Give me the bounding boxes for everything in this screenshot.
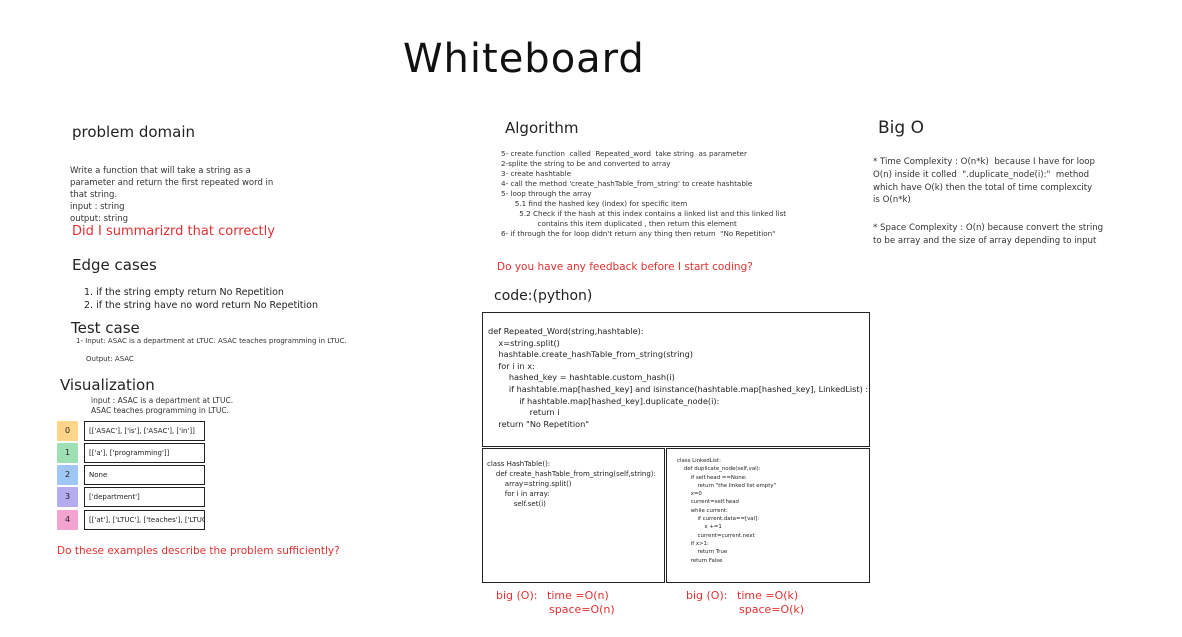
algorithm-step: 5- create function called Repeated_word … <box>501 149 747 158</box>
hash-index: 0 <box>57 421 78 441</box>
code-line: class HashTable(): <box>487 460 551 468</box>
code-line: hashtable.create_hashTable_from_string(s… <box>488 349 693 360</box>
algorithm-step: contains this item duplicated , then ret… <box>501 219 737 228</box>
code-line: x=0 <box>677 491 702 498</box>
algorithm-step: 5.1 find the hashed key (index) for spec… <box>501 199 688 208</box>
algorithm-step: 2-splite the string to be and converted … <box>501 159 671 168</box>
algorithm-heading: Algorithm <box>505 119 579 137</box>
code-line: current=current.next <box>677 532 755 539</box>
algorithm-step: 3- create hashtable <box>501 169 572 178</box>
feedback-question: Do you have any feedback before I start … <box>497 261 753 273</box>
algorithm-step: 5.2 Check if the hash at this index cont… <box>501 209 787 218</box>
problem-line: Write a function that will take a string… <box>70 166 251 176</box>
code-heading: code:(python) <box>494 288 593 304</box>
test-case-output: Output: ASAC <box>86 355 134 363</box>
summary-question: Did I summarizrd that correctly <box>72 224 275 239</box>
algorithm-steps: 5- create function called Repeated_word … <box>501 149 786 239</box>
hash-bucket: None <box>84 465 205 485</box>
space-complexity: * Space Complexity : O(n) because conver… <box>873 222 1103 248</box>
hashtable-code-box: class HashTable(): def create_hashTable_… <box>482 448 665 583</box>
hash-bucket: ['department'] <box>84 487 205 507</box>
big-o-right-time: time =O(k) <box>737 589 799 602</box>
linkedlist-code-box: class LinkedList: def duplicate_node(sel… <box>666 448 870 583</box>
code-line: return True <box>677 549 728 556</box>
code-line: if x>1: <box>677 540 709 547</box>
code-line: if current.data==[val]: <box>677 516 760 523</box>
hash-bucket: [['ASAC'], ['is'], ['ASAC'], ['in']] <box>84 421 205 441</box>
hash-bucket: [['at'], ['LTUC'], ['teaches'], ['LTUC']… <box>84 510 205 530</box>
main-code: def Repeated_Word(string,hashtable): x=s… <box>488 326 868 430</box>
visualization-input-line: ASAC teaches programming in LTUC. <box>91 406 229 415</box>
code-line: def Repeated_Word(string,hashtable): <box>488 326 644 336</box>
linkedlist-code: class LinkedList: def duplicate_node(sel… <box>677 457 776 565</box>
big-o-left-time: time =O(n) <box>547 589 609 602</box>
visualization-input-line: input : ASAC is a department at LTUC. <box>91 396 234 405</box>
test-case-heading: Test case <box>71 319 140 337</box>
test-case-input: 1- Input: ASAC is a department at LTUC. … <box>76 337 347 345</box>
code-line: x +=1 <box>677 524 722 531</box>
hash-index: 3 <box>57 487 78 507</box>
time-complexity-line: * Time Complexity : O(n*k) because I hav… <box>873 157 1096 167</box>
problem-domain-text: Write a function that will take a string… <box>70 153 273 237</box>
hash-bucket: [['a'], ['programming']] <box>84 443 205 463</box>
code-line: return "No Repetition" <box>488 418 590 429</box>
problem-line: that string. <box>70 190 118 200</box>
time-complexity: * Time Complexity : O(n*k) because I hav… <box>873 156 1095 207</box>
algorithm-step: 5- loop through the array <box>501 189 592 198</box>
big-o-left-space: space=O(n) <box>549 603 615 616</box>
code-line: current=self.head <box>677 499 739 506</box>
problem-line: parameter and return the first repeated … <box>70 178 274 188</box>
page-title: Whiteboard <box>403 36 645 82</box>
code-line: x=string.split() <box>488 337 560 348</box>
time-complexity-line: is O(n*k) <box>873 195 911 206</box>
big-o-right-space: space=O(k) <box>739 603 805 616</box>
algorithm-step: 6- if through the for loop didn't return… <box>501 229 776 238</box>
big-o-right-label: big (O): <box>686 589 728 602</box>
edge-case-item: 1. if the string empty return No Repetit… <box>84 287 284 298</box>
space-complexity-line: to be array and the size of array depend… <box>873 235 1097 246</box>
code-line: self.set(i) <box>487 500 546 508</box>
edge-cases-list: 1. if the string empty return No Repetit… <box>84 286 318 312</box>
problem-line: output: string <box>70 214 129 224</box>
space-complexity-line: * Space Complexity : O(n) because conver… <box>873 223 1104 233</box>
hash-index: 2 <box>57 465 78 485</box>
time-complexity-line: O(n) inside it colled ".duplicate_node(i… <box>873 169 1090 180</box>
code-line: return i <box>488 407 560 418</box>
problem-line: input : string <box>70 202 125 212</box>
code-line: for i in array: <box>487 490 550 498</box>
hash-index: 1 <box>57 443 78 463</box>
code-line: array=string.split() <box>487 480 572 488</box>
code-line: return False <box>677 557 723 564</box>
big-o-left-label: big (O): <box>496 589 538 602</box>
code-line: if self.head ==None: <box>677 474 747 481</box>
code-line: return "the linked list empty" <box>677 482 776 489</box>
hash-index: 4 <box>57 510 78 530</box>
big-o-heading: Big O <box>878 118 924 138</box>
code-line: if hashtable.map[hashed_key].duplicate_n… <box>488 395 720 406</box>
code-line: def duplicate_node(self,val): <box>677 466 761 473</box>
code-line: while current: <box>677 507 728 514</box>
code-line: for i in x: <box>488 360 535 371</box>
visualization-input: input : ASAC is a department at LTUC.ASA… <box>91 396 233 416</box>
visualization-heading: Visualization <box>60 376 155 394</box>
code-line: hashed_key = hashtable.custom_hash(i) <box>488 372 675 383</box>
code-line: if hashtable.map[hashed_key] and isinsta… <box>488 383 869 394</box>
examples-question: Do these examples describe the problem s… <box>57 545 340 557</box>
edge-case-item: 2. if the string have no word return No … <box>84 300 319 311</box>
time-complexity-line: which have O(k) then the total of time c… <box>873 182 1093 193</box>
hashtable-code: class HashTable(): def create_hashTable_… <box>487 459 656 509</box>
code-line: class LinkedList: <box>677 458 721 464</box>
edge-cases-heading: Edge cases <box>72 256 157 274</box>
algorithm-step: 4- call the method 'create_hashTable_fro… <box>501 179 753 188</box>
problem-domain-heading: problem domain <box>72 123 196 141</box>
main-code-box: def Repeated_Word(string,hashtable): x=s… <box>482 312 870 447</box>
code-line: def create_hashTable_from_string(self,st… <box>487 470 656 478</box>
